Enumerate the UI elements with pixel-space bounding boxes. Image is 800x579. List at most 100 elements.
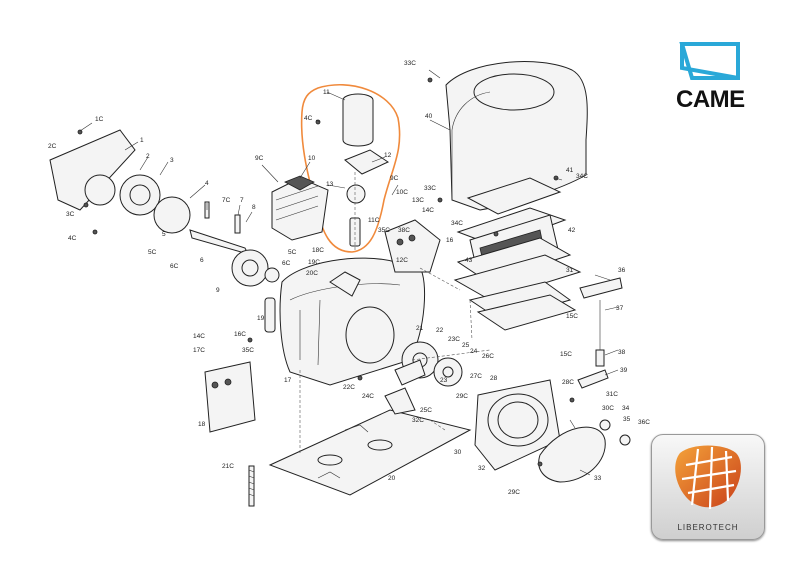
label: 30 (454, 449, 462, 456)
label: 23 (440, 377, 448, 384)
label: 40 (425, 113, 433, 120)
came-logo-text: CAME (676, 86, 745, 113)
label: 4 (205, 180, 209, 187)
came-logo-icon (679, 42, 740, 80)
label: 24C (362, 393, 374, 400)
label: 32 (478, 465, 486, 472)
worm-gear (231, 249, 280, 287)
label: 8 (252, 204, 256, 211)
came-logo (668, 40, 754, 114)
label: 31C (606, 391, 618, 398)
liberotech-text: LIBEROTECH (677, 523, 739, 532)
label: 36 (618, 267, 626, 274)
label: 2 (146, 153, 150, 160)
label: 10C (396, 189, 408, 196)
label: 24 (470, 348, 478, 355)
label: 16 (446, 237, 454, 244)
gearbox-housing (279, 257, 426, 386)
label: 27C (470, 373, 482, 380)
label: 11C (368, 217, 380, 224)
label: 33 (594, 475, 602, 482)
label: 20C (306, 270, 318, 277)
motor-cover (445, 61, 588, 211)
label: 21 (416, 325, 424, 332)
label: 21C (222, 463, 234, 470)
liberotech-badge: LIBEROTECH (651, 434, 765, 540)
screws (77, 77, 575, 467)
cover-plate (538, 426, 606, 483)
label: 34C (451, 220, 463, 227)
liberotech-logo-icon (675, 445, 741, 510)
label: 7C (222, 197, 231, 204)
label: 18 (198, 421, 206, 428)
label: 35C (378, 227, 390, 234)
label: 17 (284, 377, 292, 384)
label: 15C (560, 351, 572, 358)
part-labels: 1C 1 2C 2 3 3C 4C 4 5 5C 6C 6 7 7C 8 9 9… (48, 60, 650, 496)
label: 9C (390, 175, 399, 182)
label: 1C (95, 116, 104, 123)
label: 18C (312, 247, 324, 254)
label: 35 (623, 416, 631, 423)
label: 33C (424, 185, 436, 192)
alignment-lines (299, 172, 491, 455)
label: 34 (622, 405, 630, 412)
label: 17C (193, 347, 205, 354)
label: 42 (568, 227, 576, 234)
label: 5C (148, 249, 157, 256)
label: 31 (566, 267, 574, 274)
label: 29C (508, 489, 520, 496)
label: 22C (343, 384, 355, 391)
control-unit (453, 177, 582, 301)
label: 33C (404, 60, 416, 67)
label: 5C (288, 249, 297, 256)
label: 28 (490, 375, 498, 382)
label: 7 (240, 197, 244, 204)
label: 41 (566, 167, 574, 174)
label: 25C (420, 407, 432, 414)
label: 2C (48, 143, 57, 150)
label: 10 (308, 155, 316, 162)
label: 6C (170, 263, 179, 270)
label: 9 (216, 287, 220, 294)
label: 9C (255, 155, 264, 162)
label: 14C (422, 207, 434, 214)
label: 14C (193, 333, 205, 340)
label: 19C (308, 259, 320, 266)
label: 39 (620, 367, 628, 374)
label: 29C (456, 393, 468, 400)
label: 23C (448, 336, 460, 343)
label: 35C (242, 347, 254, 354)
transformer (271, 175, 329, 241)
label: 16C (234, 331, 246, 338)
side-panel (204, 361, 256, 433)
label: 11 (323, 89, 330, 96)
front-cover (474, 379, 561, 471)
label: 28C (562, 379, 574, 386)
label: 3C (66, 211, 75, 218)
label: 37 (616, 305, 624, 312)
label: 19 (257, 315, 265, 322)
label: 25 (462, 342, 470, 349)
label: 30C (602, 405, 614, 412)
label: 5 (162, 231, 166, 238)
label: 6 (200, 257, 204, 264)
motor (342, 93, 390, 247)
label: 38 (618, 349, 626, 356)
bracket-parts (577, 277, 631, 446)
label: 12C (396, 257, 408, 264)
label: 13 (326, 181, 334, 188)
base-plate (268, 409, 472, 496)
label: 38C (398, 227, 410, 234)
label: 26C (482, 353, 494, 360)
label: 22 (436, 327, 444, 334)
label: 36C (638, 419, 650, 426)
highlight-outline (300, 84, 401, 253)
bushing (264, 297, 276, 333)
label: 1 (140, 137, 144, 144)
left-cover-assembly (49, 129, 249, 255)
anchor-bolt (248, 465, 255, 507)
label: 12 (384, 152, 392, 159)
limit-switch-block (384, 219, 441, 273)
